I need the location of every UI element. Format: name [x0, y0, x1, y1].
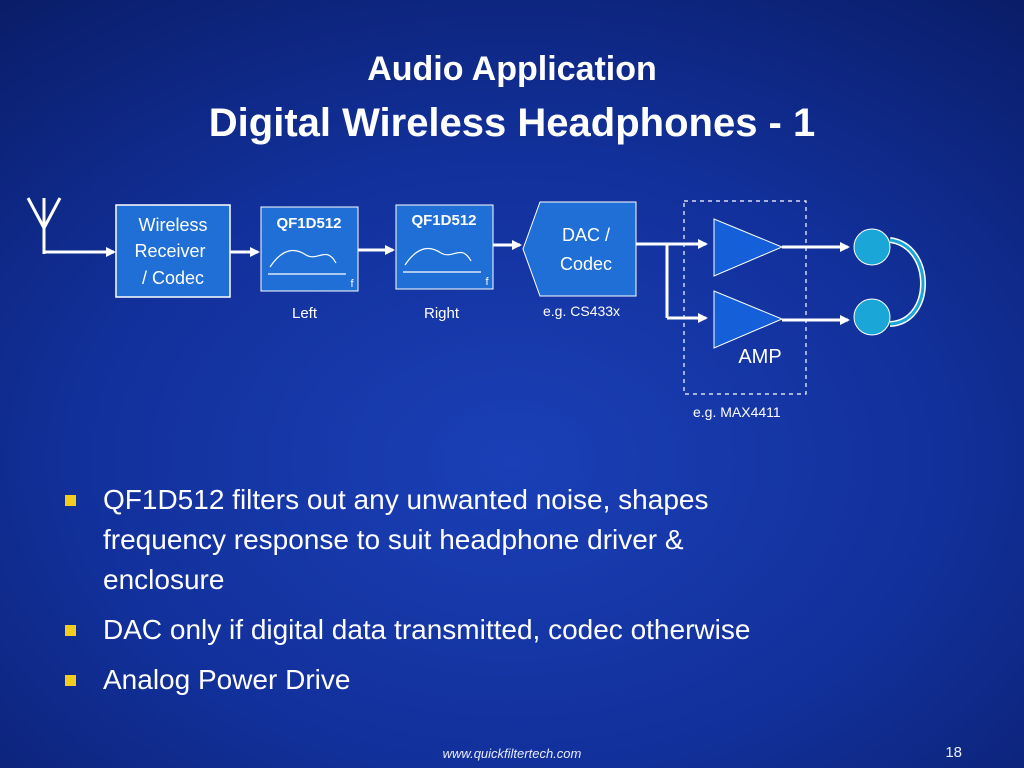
right-filter-axis-label: f — [485, 276, 489, 288]
dac-label-line2: Codec — [560, 254, 612, 274]
bullet-text-line: Analog Power Drive — [103, 664, 351, 695]
bullet-text-line: enclosure — [103, 564, 225, 595]
dac-example-caption: e.g. CS433x — [543, 303, 621, 319]
amp-bottom-triangle — [713, 290, 784, 349]
amp-top-triangle — [713, 218, 784, 277]
receiver-label-line3: / Codec — [142, 268, 204, 288]
slide-title: Audio Application — [367, 50, 657, 88]
right-filter-caption: Right — [424, 305, 460, 322]
bullet-item: QF1D512 filters out any unwanted noise, … — [62, 480, 962, 600]
bullet-text-line: DAC only if digital data transmitted, co… — [103, 614, 751, 645]
headphone-block-diagram: Wireless Receiver / Codec QF1D512 f QF1D… — [26, 197, 926, 395]
qf1d512-left-filter-block: QF1D512 f — [260, 206, 359, 292]
dac-label-line1: DAC / — [562, 225, 610, 245]
bullet-marker-icon — [65, 625, 76, 636]
bullet-list: QF1D512 filters out any unwanted noise, … — [62, 480, 962, 710]
bullet-marker-icon — [65, 495, 76, 506]
antenna-icon — [26, 197, 62, 254]
slide-subtitle: Digital Wireless Headphones - 1 — [208, 101, 816, 145]
amp-example-caption: e.g. MAX4411 — [693, 404, 781, 420]
amp-label: AMP — [738, 346, 781, 368]
qf1d512-right-filter-block: QF1D512 f — [395, 204, 494, 290]
left-filter-caption: Left — [292, 305, 318, 322]
left-filter-axis-label: f — [350, 278, 354, 290]
left-filter-chip-label: QF1D512 — [276, 215, 341, 232]
footer-url: www.quickfiltertech.com — [442, 746, 582, 761]
left-filter-response-curve — [269, 249, 337, 268]
bullet-item: DAC only if digital data transmitted, co… — [62, 610, 962, 650]
dac-codec-block: DAC / Codec — [522, 201, 637, 297]
headphones-icon — [853, 228, 926, 336]
page-number: 18 — [945, 744, 962, 761]
bullet-text-line: QF1D512 filters out any unwanted noise, … — [103, 484, 709, 515]
receiver-label-line1: Wireless — [138, 215, 207, 235]
wireless-receiver-block: Wireless Receiver / Codec — [115, 204, 231, 298]
right-filter-chip-label: QF1D512 — [411, 212, 476, 229]
receiver-label-line2: Receiver — [134, 241, 205, 261]
amp-group-boundary — [683, 200, 807, 395]
bullet-marker-icon — [65, 675, 76, 686]
bullet-item: Analog Power Drive — [62, 660, 962, 700]
bullet-text-line: frequency response to suit headphone dri… — [103, 524, 684, 555]
dac-to-amp-wiring — [636, 239, 708, 323]
right-filter-response-curve — [404, 247, 472, 266]
